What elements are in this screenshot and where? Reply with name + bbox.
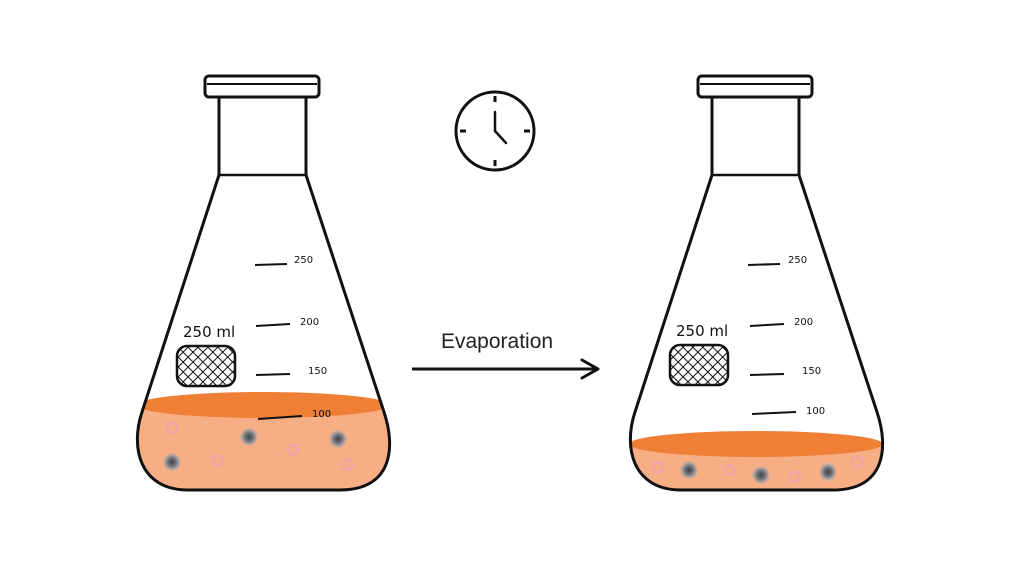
- particle-dark: [329, 430, 347, 448]
- graduation-label: 200: [300, 317, 319, 328]
- graduation-label: 200: [794, 317, 813, 328]
- particle-light: [286, 443, 300, 457]
- graduation-mark: [255, 323, 291, 327]
- graduation-marks-after: 250 200 150 100: [747, 255, 825, 417]
- particles-after: [651, 455, 864, 484]
- graduation-mark: [747, 263, 781, 266]
- particle-light: [850, 455, 864, 469]
- liquid-after: [630, 431, 883, 490]
- mesh-label-patch: [668, 343, 730, 387]
- particle-light: [165, 421, 179, 435]
- graduation-mark: [255, 373, 291, 376]
- mesh-label-patch: [175, 344, 237, 388]
- arrow-right-icon: [412, 358, 600, 380]
- graduation-label: 150: [802, 366, 821, 377]
- graduation-label: 250: [788, 255, 807, 266]
- flask-volume-label: 250 ml: [183, 323, 235, 341]
- particle-dark: [819, 463, 837, 481]
- particle-dark: [163, 453, 181, 471]
- particles-before: [163, 421, 354, 472]
- flask-rim: [203, 74, 321, 99]
- graduation-label: 100: [806, 406, 825, 417]
- graduation-mark: [257, 415, 303, 420]
- particle-light: [340, 458, 354, 472]
- flask-outline: [628, 97, 884, 492]
- graduation-mark: [749, 373, 785, 376]
- graduation-label: 250: [294, 255, 313, 266]
- graduation-mark: [751, 411, 797, 415]
- particle-dark: [680, 461, 698, 479]
- process-label: Evaporation: [441, 330, 553, 353]
- flask-after: 250 ml 250 200 150 100: [628, 74, 884, 492]
- graduation-label: 100: [312, 409, 331, 420]
- graduation-marks-before: 250 200 150 100: [254, 255, 331, 420]
- particle-light: [723, 463, 737, 477]
- particle-dark: [752, 466, 770, 484]
- particle-dark: [240, 428, 258, 446]
- liquid-surface-after: [630, 431, 883, 457]
- particle-light: [651, 460, 665, 474]
- flask-before: 250 ml 250 200 150 100: [135, 74, 391, 492]
- flask-volume-label: 250 ml: [676, 322, 728, 340]
- graduation-label: 150: [308, 366, 327, 377]
- flask-rim: [696, 74, 814, 99]
- particle-light: [211, 454, 225, 468]
- particle-light: [788, 470, 802, 484]
- liquid-surface-before: [137, 392, 389, 418]
- graduation-mark: [749, 323, 785, 327]
- flask-outline: [135, 97, 391, 492]
- clock-icon: [454, 90, 536, 172]
- graduation-mark: [254, 263, 288, 266]
